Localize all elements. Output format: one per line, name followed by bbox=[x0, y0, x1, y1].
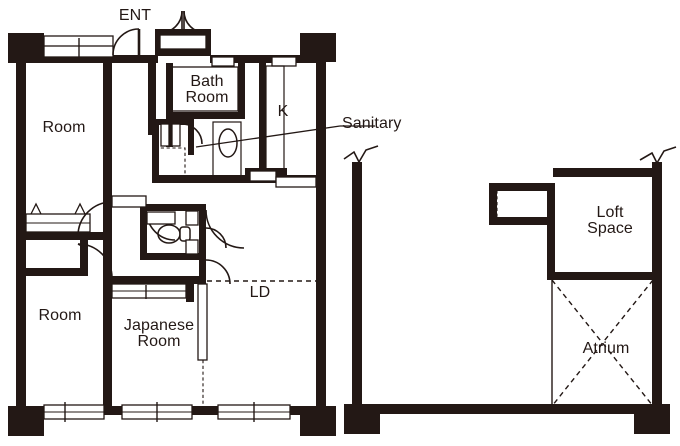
store-niche-2 bbox=[185, 239, 199, 255]
vent-bath bbox=[211, 56, 235, 67]
entry-closet-face bbox=[159, 34, 207, 50]
bottom-windows bbox=[43, 402, 291, 422]
wall-exterior-top-left bbox=[8, 55, 113, 63]
kitchen-base-cabinet-2 bbox=[275, 176, 317, 188]
wall-closet-top bbox=[16, 232, 104, 240]
wall-exterior-top-right bbox=[210, 55, 322, 63]
wall-exterior-top-mid bbox=[113, 55, 158, 63]
bath-room-fixtures bbox=[171, 66, 239, 112]
appliance-space-dashed bbox=[154, 147, 186, 182]
window-top-left bbox=[43, 35, 114, 58]
door-arc-room-lower-2 bbox=[77, 243, 87, 249]
label-japanese-room-text: Japanese Room bbox=[123, 317, 195, 351]
label-room-lower: Room bbox=[38, 307, 82, 324]
break-symbol-left bbox=[343, 145, 379, 164]
door-arc-hall bbox=[205, 259, 231, 285]
wall-loft-bottom bbox=[352, 404, 662, 414]
wall-store-right bbox=[199, 204, 206, 284]
wall-loft-right bbox=[652, 162, 662, 412]
wall-bath-left bbox=[166, 63, 173, 147]
wall-japanese-right bbox=[186, 276, 194, 302]
door-arc-toilet bbox=[205, 227, 227, 249]
label-ent: ENT bbox=[118, 7, 152, 24]
wall-loft-left-stub bbox=[352, 162, 362, 412]
sanitary-door-leaf2 bbox=[171, 123, 181, 147]
closet-fold-right bbox=[74, 202, 86, 215]
door-arc-room-upper bbox=[77, 201, 113, 237]
wall-room-corridor bbox=[103, 63, 112, 238]
label-kitchen: K bbox=[277, 103, 289, 120]
wall-loft-nook-top bbox=[489, 183, 555, 191]
vent-kitchen bbox=[271, 56, 297, 67]
sanitary-door-arc bbox=[181, 123, 203, 145]
entry-closet bbox=[155, 10, 211, 56]
wall-store-bottom bbox=[112, 276, 206, 284]
store-niche bbox=[185, 210, 199, 226]
door-leaf-japanese bbox=[146, 211, 176, 225]
label-bath-room: Bath Room bbox=[172, 73, 242, 107]
column-loft-bottom-left bbox=[344, 404, 380, 434]
door-leaf-hall-top bbox=[111, 195, 147, 208]
wall-loft-top bbox=[553, 168, 653, 177]
sanitary-zone bbox=[152, 119, 244, 183]
toilet-bowl-icon bbox=[157, 224, 181, 244]
wall-sanitary-bottom bbox=[152, 175, 244, 183]
wall-bath-bottom bbox=[166, 112, 244, 119]
wall-sanitary-divider bbox=[188, 119, 194, 155]
wall-toilet-left bbox=[140, 204, 147, 260]
wall-kitchen-left bbox=[259, 63, 266, 175]
door-arc-room-lower bbox=[77, 243, 113, 279]
interior-walls-middle bbox=[16, 204, 206, 410]
kitchen-base-cabinet bbox=[249, 170, 277, 182]
wall-closet-right bbox=[80, 232, 88, 276]
label-bath-room-text: Bath Room bbox=[185, 73, 229, 107]
label-room-upper: Room bbox=[42, 119, 86, 136]
wall-toilet-bottom bbox=[140, 253, 206, 260]
label-atrium: Atrium bbox=[582, 340, 630, 357]
wall-exterior-right bbox=[316, 56, 326, 410]
vanity-counter bbox=[212, 121, 242, 177]
break-symbol-right bbox=[639, 146, 677, 165]
kitchen-fixtures bbox=[249, 65, 317, 188]
entrance-door-arc bbox=[112, 28, 140, 56]
label-ld: LD bbox=[249, 284, 271, 301]
label-sanitary: Sanitary bbox=[342, 115, 402, 132]
wall-corridor-lower bbox=[103, 238, 112, 410]
corridor-doors bbox=[77, 195, 245, 285]
label-loft-space: Loft Space bbox=[570, 204, 650, 238]
wall-corridor-right bbox=[148, 63, 156, 135]
wall-bath-right bbox=[238, 63, 245, 119]
wall-sanitary-top bbox=[152, 119, 192, 125]
label-loft-space-text: Loft Space bbox=[587, 204, 633, 238]
structural-columns bbox=[8, 33, 336, 436]
japanese-room-partitions bbox=[111, 276, 316, 412]
closet-doors-left bbox=[25, 202, 91, 233]
wall-closet-bottom bbox=[16, 268, 88, 276]
loft-storage-dashed bbox=[496, 189, 553, 219]
entrance-door bbox=[112, 28, 141, 56]
loft-unit-group bbox=[343, 145, 677, 434]
label-japanese-room: Japanese Room bbox=[115, 317, 203, 351]
wall-loft-nook-left bbox=[489, 183, 497, 225]
main-unit-group bbox=[8, 10, 375, 436]
wall-loft-divider bbox=[547, 272, 653, 280]
wall-loft-left bbox=[547, 183, 555, 279]
bathtub-outline bbox=[171, 66, 239, 112]
closet-fold-left bbox=[30, 202, 42, 215]
door-arc-ld-main bbox=[205, 209, 245, 249]
sanitary-door-leaf bbox=[160, 123, 170, 147]
sanitary-leader-line bbox=[195, 125, 341, 148]
wall-loft-nook-bottom bbox=[489, 217, 555, 225]
sanitary-leader bbox=[195, 125, 375, 148]
toilet-tank-icon bbox=[179, 226, 191, 242]
wall-toilet-top bbox=[140, 204, 206, 211]
